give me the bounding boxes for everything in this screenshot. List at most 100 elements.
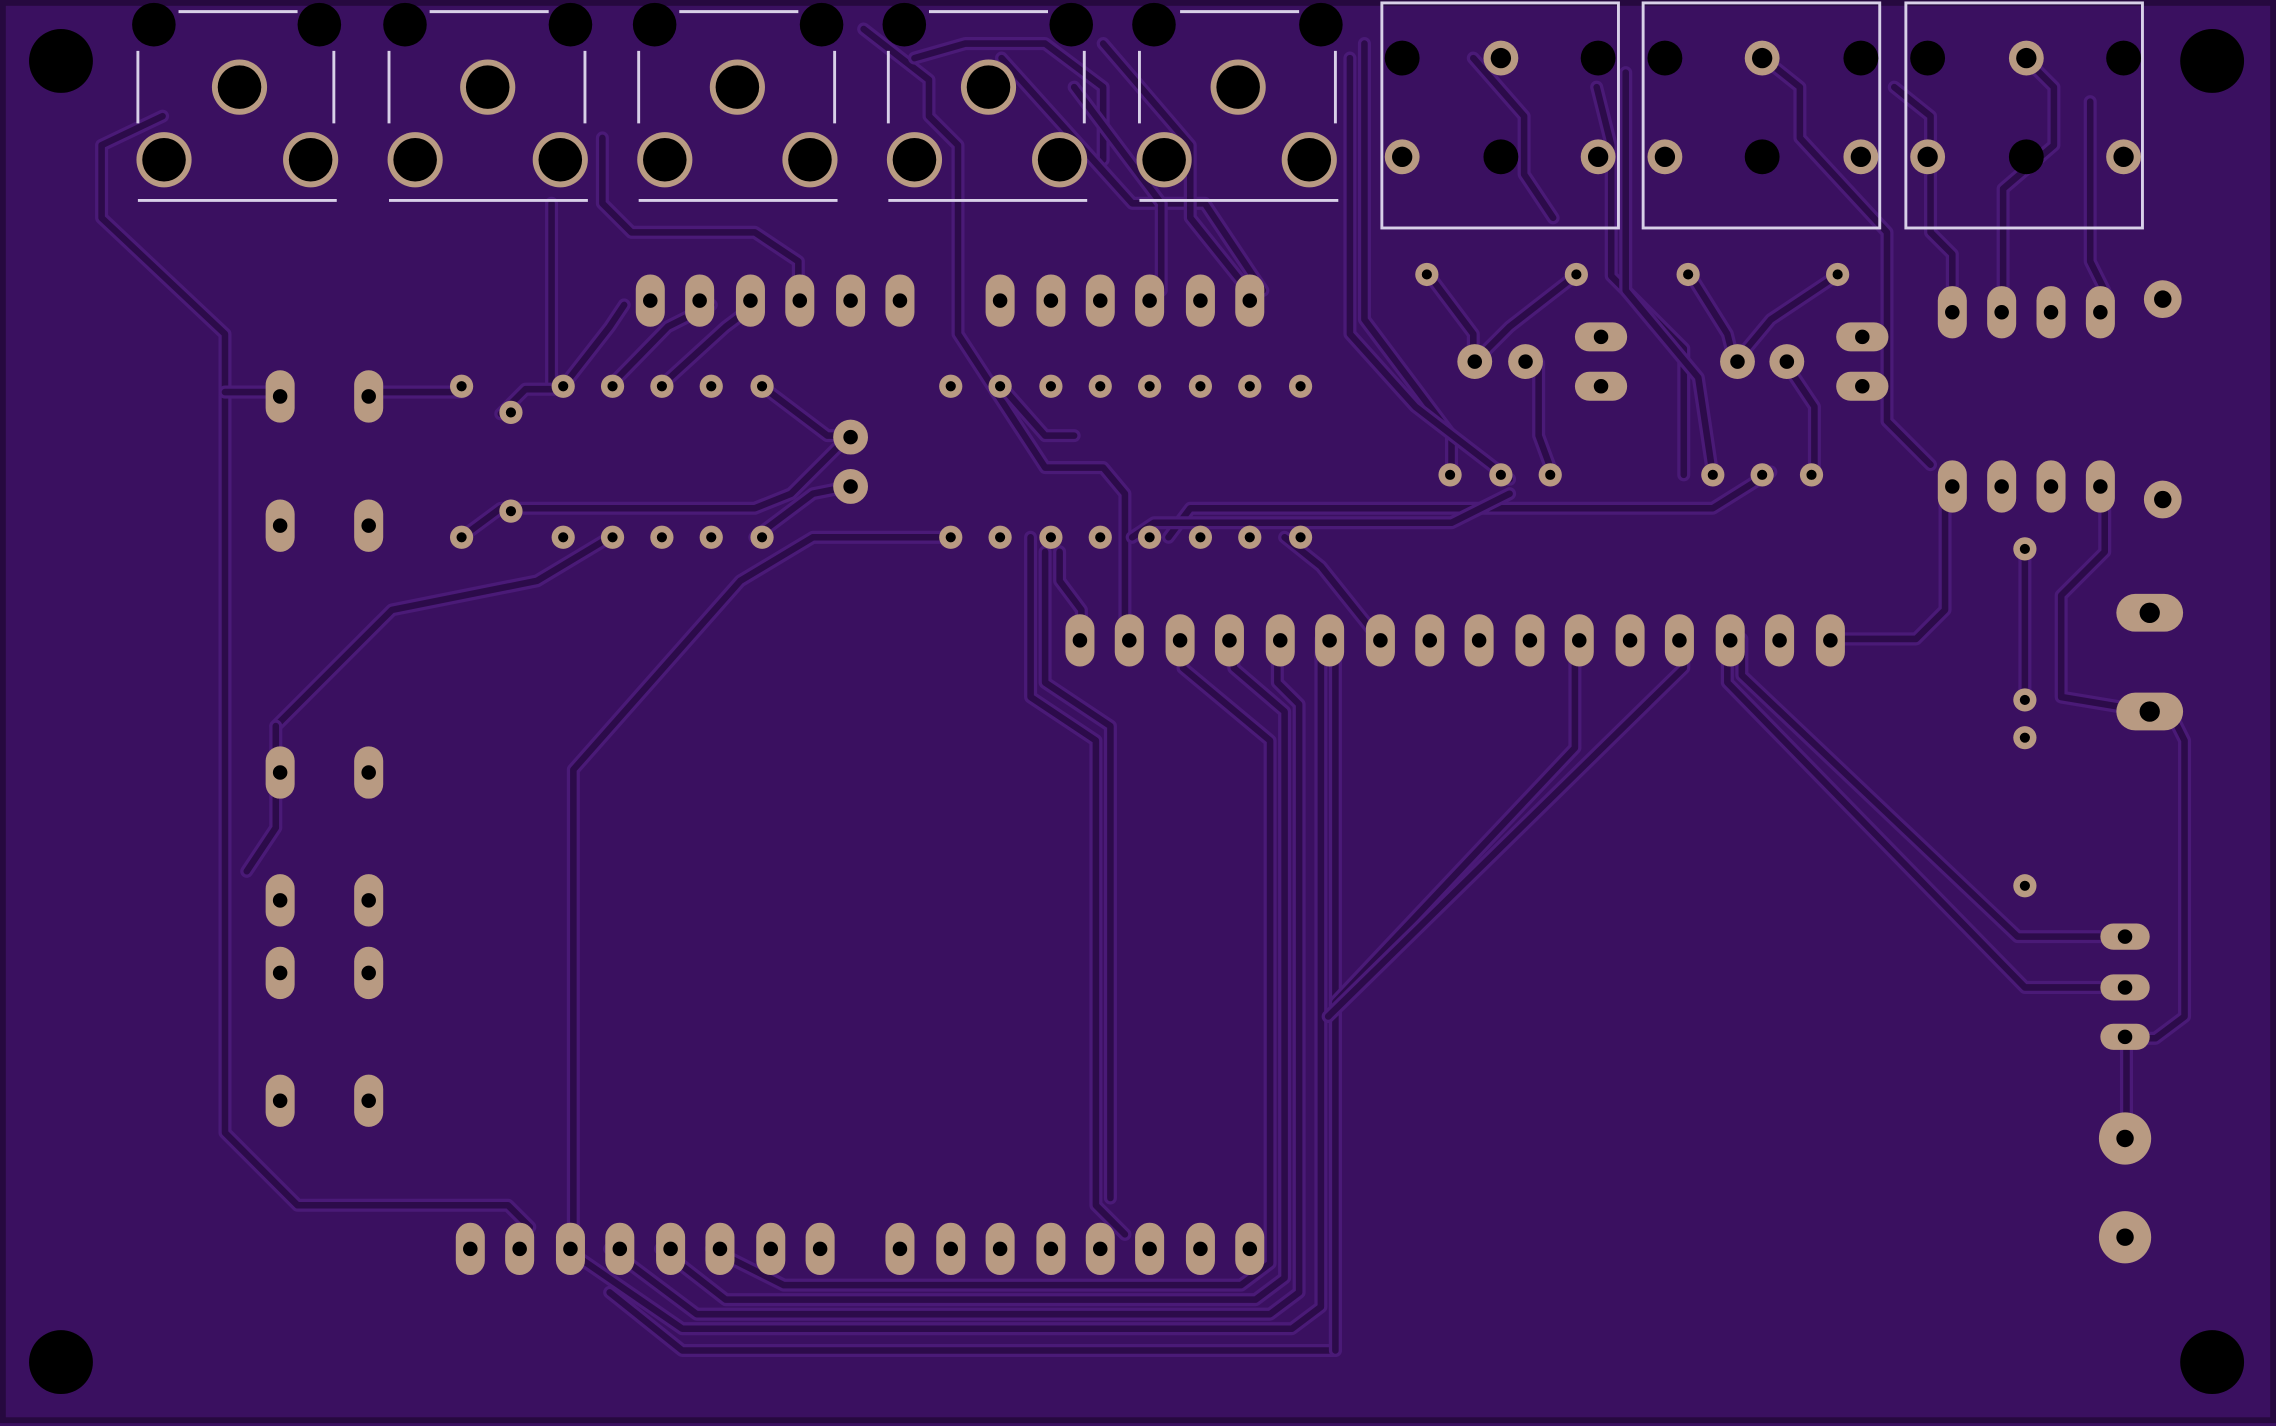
drill-hole [1467, 354, 1483, 369]
trace [272, 534, 613, 730]
drill-hole [1751, 47, 1773, 69]
drill-hole [2116, 1228, 2134, 1246]
drill-hole [2154, 290, 2172, 308]
drill-hole [632, 2, 677, 47]
trace [911, 40, 1107, 164]
drill-hole [995, 381, 1006, 392]
drill-hole [1195, 532, 1206, 543]
drill-hole [361, 518, 376, 533]
drill-hole [843, 293, 858, 308]
drill-hole [2139, 701, 2160, 722]
drill-hole [756, 532, 768, 543]
drill-hole [1843, 40, 1879, 76]
drill-hole [1142, 1241, 1157, 1257]
drill-hole [1144, 532, 1155, 543]
drill-hole [2093, 304, 2108, 320]
drill-hole [558, 532, 569, 543]
drill-hole [966, 65, 1011, 109]
drill-hole [2154, 490, 2172, 509]
trace [657, 635, 1288, 1303]
drill-hole [272, 389, 288, 404]
drill-hole [2139, 602, 2160, 623]
drill-hole [512, 1241, 527, 1257]
drill-hole [692, 293, 707, 308]
trace [860, 25, 1129, 643]
drill-hole [288, 137, 333, 182]
drill-hole [563, 1241, 578, 1257]
drill-hole [756, 381, 768, 392]
trace [606, 635, 1303, 1318]
drill-hole [1295, 381, 1306, 392]
drill-hole [393, 137, 437, 182]
drill-hole [1910, 40, 1946, 76]
drill-hole [548, 2, 593, 47]
drill-hole [1672, 633, 1687, 648]
trace [1361, 40, 1455, 479]
trace [458, 432, 853, 541]
trace [1593, 83, 1688, 479]
pad-layer [132, 2, 2184, 1275]
drill-hole [1654, 146, 1676, 167]
drill-hole [1193, 1241, 1208, 1257]
drill-hole [1222, 633, 1237, 648]
drill-hole [1037, 137, 1082, 182]
drill-hole [297, 2, 342, 47]
trace [559, 301, 628, 390]
drill-hole [1072, 633, 1088, 648]
drill-hole [456, 381, 467, 392]
drill-hole [1422, 633, 1438, 648]
drill-hole [217, 65, 262, 109]
drill-hole [2008, 139, 2044, 175]
drill-hole [2019, 880, 2030, 891]
drill-hole [272, 965, 288, 981]
drill-hole [1384, 40, 1420, 76]
drill-hole [272, 518, 288, 533]
drill-hole [1049, 2, 1094, 47]
drill-hole [1593, 329, 1609, 345]
drill-hole [1622, 633, 1638, 648]
drill-hole [361, 1093, 376, 1108]
drill-hole [1043, 1241, 1059, 1257]
drill-hole [656, 381, 667, 392]
drill-hole [799, 2, 844, 47]
drill-hole [788, 137, 832, 182]
drill-hole [2117, 1029, 2133, 1045]
drill-hole [1823, 633, 1838, 648]
drill-hole [132, 2, 176, 47]
silkscreen-outline [136, 10, 337, 202]
drill-hole [1471, 633, 1487, 648]
drill-hole [1806, 469, 1817, 480]
drill-hole [383, 2, 427, 47]
drill-hole [743, 293, 758, 308]
drill-hole [1216, 65, 1260, 109]
drill-hole [995, 532, 1006, 543]
drill-hole [992, 1241, 1008, 1257]
drill-hole [1045, 381, 1056, 392]
drill-hole [1242, 293, 1258, 308]
drill-hole [1043, 293, 1059, 308]
drill-hole [505, 506, 517, 517]
drill-hole [505, 407, 517, 418]
via-layer [449, 262, 2037, 898]
trace [1999, 54, 2058, 316]
drill-hole [1483, 139, 1519, 175]
drill-hole [1707, 469, 1718, 480]
mounting-holes [29, 29, 2245, 1395]
drill-hole [1779, 354, 1795, 369]
drill-hole [663, 1241, 678, 1257]
mounting-hole-icon [29, 29, 93, 93]
silkscreen-outline [886, 10, 1088, 202]
trace [98, 112, 534, 1231]
drill-hole [1772, 633, 1787, 648]
drill-hole [361, 965, 376, 981]
mounting-hole-icon [2180, 1330, 2245, 1395]
silkscreen-outline [1138, 10, 1339, 202]
drill-hole [1295, 532, 1306, 543]
drill-hole [1647, 40, 1683, 76]
drill-hole [465, 65, 510, 109]
drill-hole [2113, 146, 2134, 167]
drill-hole [715, 65, 760, 109]
drill-hole [1683, 269, 1694, 280]
trace [1782, 359, 1818, 479]
